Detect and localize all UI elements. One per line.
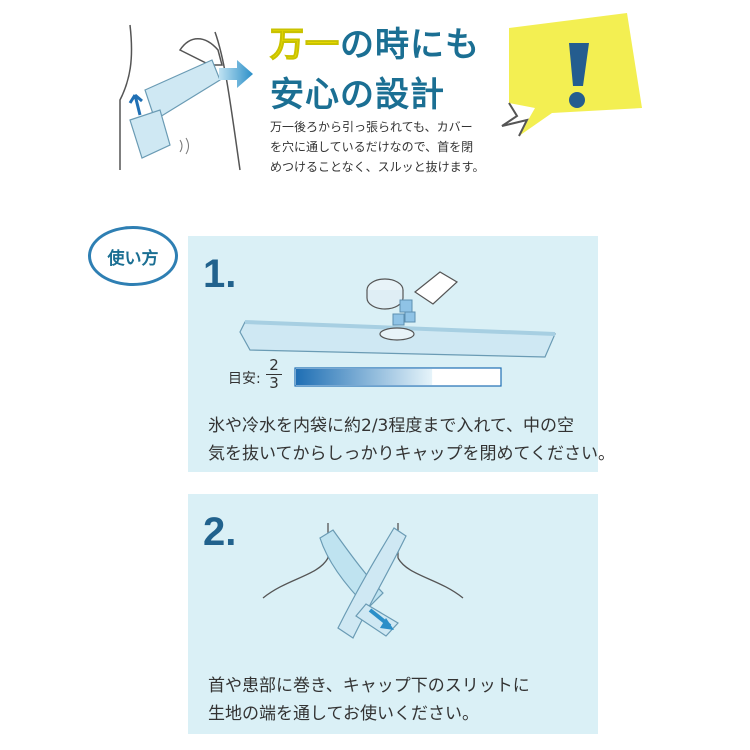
safety-description-line: めつけることなく、スルッと抜けます。 bbox=[270, 160, 485, 174]
pull-arrow-icon bbox=[219, 60, 253, 88]
fill-level-gauge bbox=[294, 367, 502, 387]
guide-label: 目安: bbox=[228, 371, 261, 387]
step1-number: 1. bbox=[203, 252, 237, 296]
neck-pull-illustration bbox=[119, 24, 241, 171]
exclamation-icon bbox=[501, 13, 642, 137]
step1-text-line: 気を抜いてからしっかりキャップを閉めてください。 bbox=[208, 444, 615, 464]
step1-text: 氷や冷水を内袋に約2/3程度まで入れて、中の空 気を抜いてからしっかりキャップを… bbox=[208, 412, 615, 468]
guide-fraction: 2 3 bbox=[266, 357, 282, 392]
ice-pack-illustration bbox=[239, 271, 556, 358]
step1-text-line: 氷や冷水を内袋に約2/3程度まで入れて、中の空 bbox=[208, 416, 574, 436]
fraction-denominator: 3 bbox=[269, 374, 279, 392]
step2-text-line: 首や患部に巻き、キャップ下のスリットに bbox=[208, 676, 530, 696]
fraction-numerator: 2 bbox=[269, 356, 279, 374]
step2-number: 2. bbox=[203, 510, 237, 554]
headline-accent: 万一 bbox=[270, 25, 340, 65]
step2-text-line: 生地の端を通してお使いください。 bbox=[208, 704, 479, 724]
how-to-badge: 使い方 bbox=[88, 226, 178, 286]
safety-description: 万一後ろから引っ張られても、カバー を穴に通しているだけなので、首を閉 めつける… bbox=[270, 117, 510, 177]
headline-rest: の時にも bbox=[340, 25, 480, 65]
safety-headline-line1: 万一の時にも bbox=[270, 25, 480, 65]
step2-text: 首や患部に巻き、キャップ下のスリットに 生地の端を通してお使いください。 bbox=[208, 672, 530, 728]
neck-wrap-illustration bbox=[262, 523, 464, 639]
safety-description-line: を穴に通しているだけなので、首を閉 bbox=[270, 140, 474, 154]
safety-headline-line2: 安心の設計 bbox=[270, 75, 445, 115]
safety-description-line: 万一後ろから引っ張られても、カバー bbox=[270, 120, 473, 134]
fill-level-gauge-fill bbox=[296, 369, 433, 385]
